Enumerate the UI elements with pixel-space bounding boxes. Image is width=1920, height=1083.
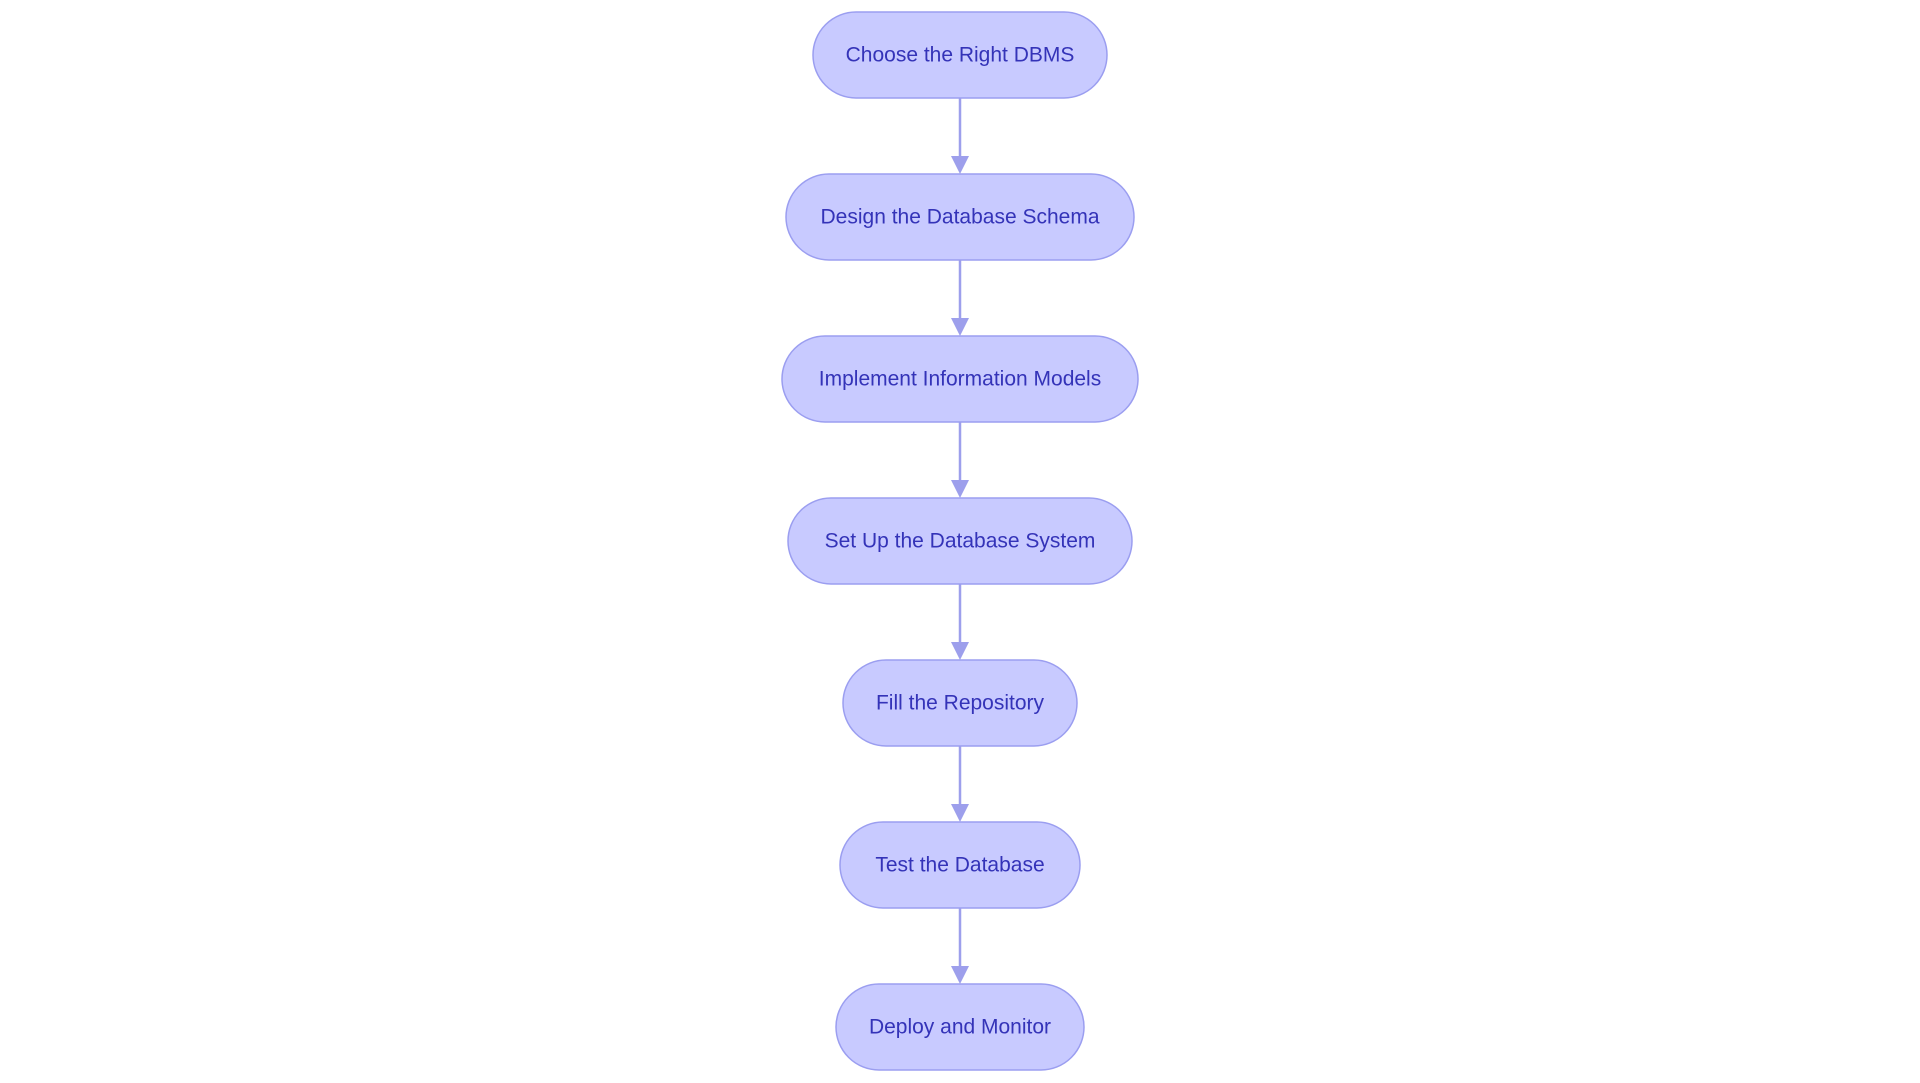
step-label: Set Up the Database System [825,530,1096,553]
flow-step-choose-dbms: Choose the Right DBMS [812,11,1108,99]
arrowhead-icon [951,966,969,984]
edge-4 [951,746,969,822]
arrowhead-icon [951,642,969,660]
flow-step-fill-repository: Fill the Repository [842,659,1078,747]
flow-step-deploy-monitor: Deploy and Monitor [835,983,1085,1071]
step-label: Fill the Repository [876,692,1045,715]
flow-step-test-database: Test the Database [839,821,1081,909]
edge-2 [951,422,969,498]
step-shape [785,173,1135,261]
step-shape [835,983,1085,1071]
step-label: Choose the Right DBMS [846,44,1075,67]
step-shape [812,11,1108,99]
flow-step-design-schema: Design the Database Schema [785,173,1135,261]
arrowhead-icon [951,480,969,498]
step-shape [781,335,1139,423]
step-shape [787,497,1133,585]
edge-1 [951,260,969,336]
step-label: Deploy and Monitor [869,1016,1051,1039]
edge-5 [951,908,969,984]
arrowhead-icon [951,804,969,822]
step-label: Design the Database Schema [821,206,1100,229]
arrowhead-icon [951,318,969,336]
step-shape [842,659,1078,747]
arrowhead-icon [951,156,969,174]
step-label: Test the Database [875,854,1044,877]
flow-step-implement-models: Implement Information Models [781,335,1139,423]
step-shape [839,821,1081,909]
step-label: Implement Information Models [819,368,1101,391]
edge-3 [951,584,969,660]
edge-0 [951,98,969,174]
flow-step-setup-system: Set Up the Database System [787,497,1133,585]
